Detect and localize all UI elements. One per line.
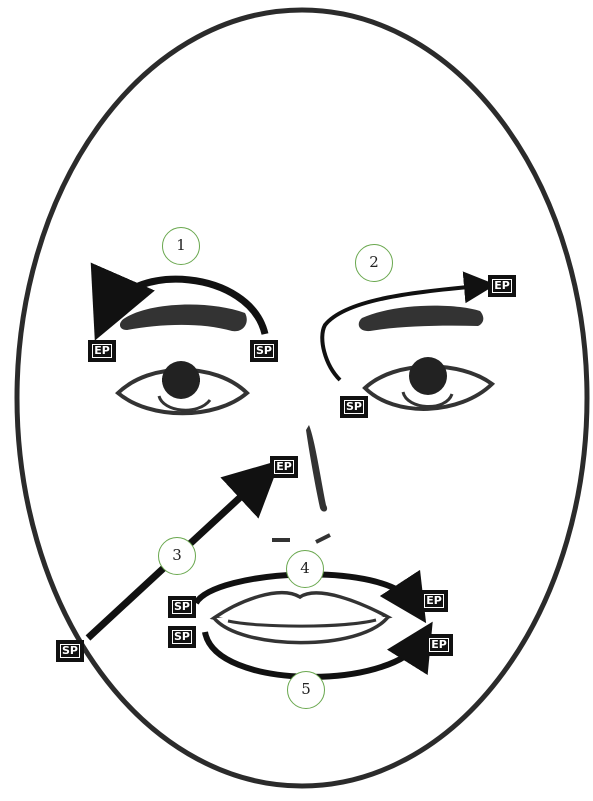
sp-label-1: SP [250, 340, 278, 362]
step-2-circle: 2 [355, 244, 393, 282]
face-outline [17, 10, 587, 786]
right-eyebrow [359, 306, 484, 331]
sp-label-3: SP [56, 640, 84, 662]
sp-label-5: SP [168, 626, 196, 648]
right-eye [365, 357, 492, 409]
sp-label-4: SP [168, 596, 196, 618]
step-3-circle: 3 [158, 537, 196, 575]
ep-label-3: EP [270, 456, 298, 478]
left-eye [118, 361, 247, 413]
ep-label-5: EP [425, 634, 453, 656]
left-eyebrow [120, 304, 247, 331]
arrow-2 [322, 286, 480, 380]
ep-label-1: EP [88, 340, 116, 362]
ep-label-2: EP [488, 275, 516, 297]
nose [272, 425, 330, 542]
lips [214, 593, 388, 643]
ep-label-4: EP [420, 590, 448, 612]
step-4-circle: 4 [286, 550, 324, 588]
step-5-circle: 5 [287, 671, 325, 709]
sp-label-2: SP [340, 396, 368, 418]
step-1-circle: 1 [162, 227, 200, 265]
